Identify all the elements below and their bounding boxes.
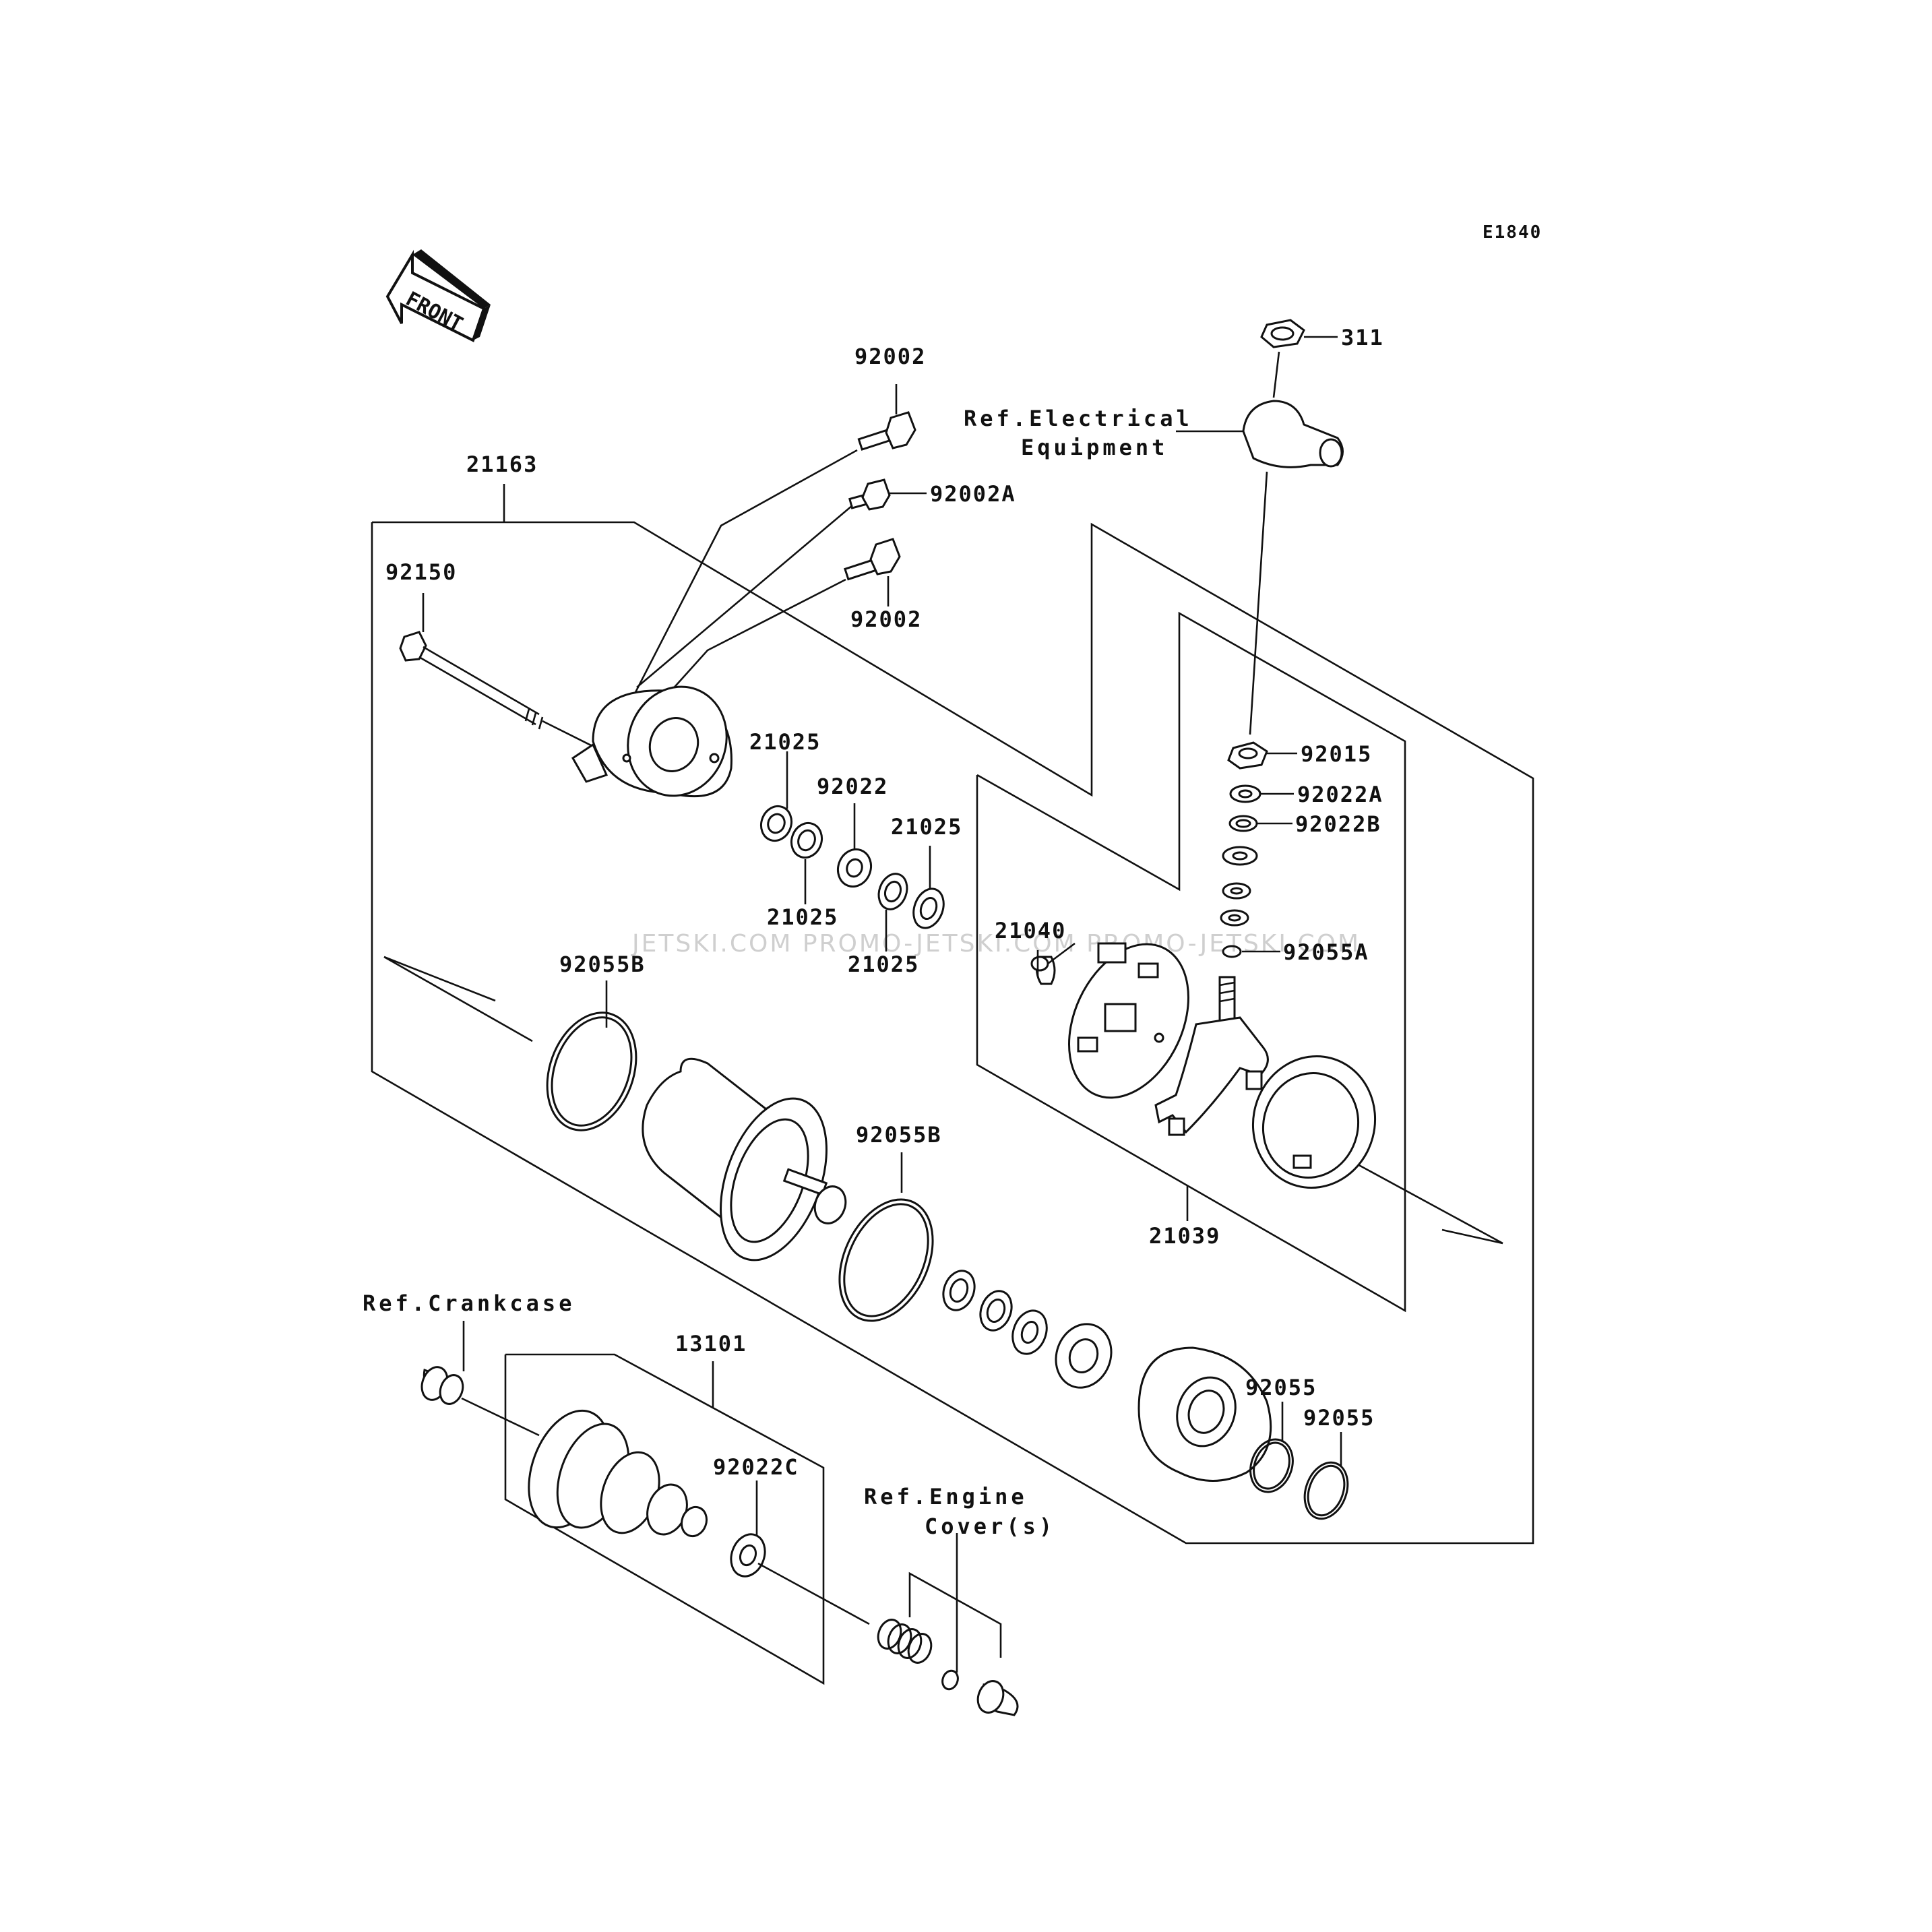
washer-92022b bbox=[1228, 815, 1258, 832]
washer-21025-b bbox=[790, 821, 823, 859]
motor-yoke bbox=[642, 1057, 847, 1261]
label-92022: 92022 bbox=[817, 774, 888, 799]
washer bbox=[942, 1270, 976, 1311]
oring-92055b-b bbox=[838, 1198, 934, 1322]
frame-21163 bbox=[371, 521, 1534, 1545]
front-cover bbox=[1138, 1346, 1272, 1482]
label-92015: 92015 bbox=[1301, 741, 1372, 767]
brush-21040 bbox=[1030, 956, 1056, 985]
label-ref-engine-cover-2: Cover(s) bbox=[925, 1514, 1055, 1539]
terminal-boot bbox=[1242, 400, 1344, 468]
brush-plate bbox=[1068, 942, 1189, 1099]
washer-21025-a bbox=[759, 805, 793, 842]
nut-311 bbox=[1260, 319, 1305, 348]
label-21025-a: 21025 bbox=[749, 729, 821, 755]
label-92022b: 92022B bbox=[1295, 811, 1381, 837]
washer-21025-c bbox=[877, 873, 908, 910]
label-92055a: 92055A bbox=[1283, 939, 1369, 965]
label-92055-b: 92055 bbox=[1303, 1405, 1375, 1431]
frame-13101 bbox=[504, 1353, 825, 1685]
bolt-92002a bbox=[848, 478, 891, 511]
bolt-92002-mid bbox=[844, 538, 901, 581]
label-ref-electrical-2: Equipment bbox=[1021, 435, 1168, 460]
terminal-bolt bbox=[1154, 976, 1269, 1134]
starter-clutch-gear bbox=[528, 1409, 708, 1538]
label-92055-a: 92055 bbox=[1245, 1375, 1317, 1400]
label-21025-c: 21025 bbox=[848, 952, 919, 977]
washer-92022c bbox=[730, 1533, 766, 1578]
cover-bushing bbox=[976, 1680, 1019, 1716]
label-13101: 13101 bbox=[675, 1331, 747, 1357]
label-21163: 21163 bbox=[466, 451, 538, 477]
diagram-code: E1840 bbox=[1483, 222, 1542, 243]
spring bbox=[877, 1619, 933, 1664]
bolt-92002-top bbox=[857, 411, 916, 451]
oring-92055-b bbox=[1303, 1461, 1349, 1520]
oring-92055b-a bbox=[546, 1011, 637, 1131]
label-21040: 21040 bbox=[995, 918, 1066, 943]
label-ref-electrical-1: Ref.Electrical bbox=[964, 406, 1193, 431]
label-21025-d: 21025 bbox=[891, 814, 962, 840]
end-cover-housing bbox=[571, 685, 733, 798]
label-92002-mid: 92002 bbox=[850, 606, 922, 632]
brush-spring bbox=[1245, 1070, 1263, 1090]
oring-92055a bbox=[1222, 945, 1242, 958]
lock-plate bbox=[1055, 1323, 1113, 1389]
frame-21039 bbox=[976, 611, 1406, 1313]
watermark: JETSKI.COM PROMO-JETSKI.COM PROMO-JETSKI… bbox=[631, 930, 1361, 958]
washer bbox=[1222, 846, 1258, 866]
label-311: 311 bbox=[1341, 325, 1384, 350]
label-92022c: 92022C bbox=[713, 1454, 799, 1480]
bolt-92150 bbox=[399, 631, 544, 730]
washer-92022a bbox=[1229, 784, 1261, 803]
label-92002a: 92002A bbox=[930, 481, 1016, 507]
label-92150: 92150 bbox=[385, 559, 457, 585]
label-ref-crankcase: Ref.Crankcase bbox=[363, 1290, 575, 1316]
yoke-end bbox=[1251, 1055, 1377, 1189]
label-21039: 21039 bbox=[1149, 1223, 1220, 1249]
label-92022a: 92022A bbox=[1297, 782, 1383, 807]
oring-92055-a bbox=[1249, 1438, 1294, 1493]
label-92002-top: 92002 bbox=[854, 344, 926, 369]
washer-92022 bbox=[836, 848, 873, 888]
brush-spring bbox=[1168, 1117, 1185, 1136]
label-ref-engine-cover-1: Ref.Engine bbox=[864, 1484, 1028, 1509]
label-92055b-a: 92055B bbox=[559, 952, 646, 977]
washer-21025-d bbox=[912, 887, 945, 929]
nut-92015 bbox=[1227, 741, 1268, 770]
frame-engine-cover bbox=[908, 1571, 1002, 1658]
label-21025-b: 21025 bbox=[767, 904, 838, 930]
label-92055b-b: 92055B bbox=[856, 1122, 942, 1148]
crankcase-bushing bbox=[420, 1366, 464, 1405]
cover-washer bbox=[941, 1669, 959, 1691]
front-arrow-icon: FRONT bbox=[385, 249, 491, 342]
